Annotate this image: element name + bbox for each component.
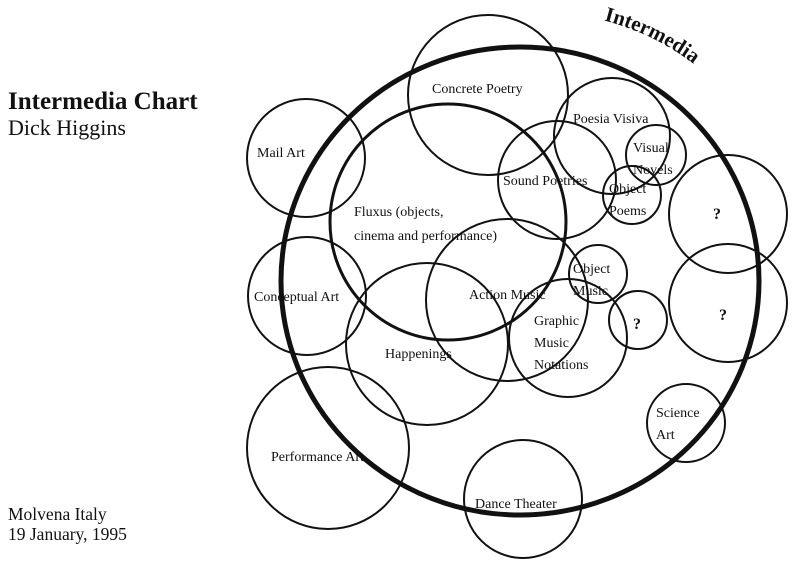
field-circle-sound-poetries bbox=[497, 120, 617, 240]
field-label-line: Happenings bbox=[385, 347, 452, 362]
field-label-line: Concrete Poetry bbox=[432, 82, 523, 97]
field-label-concrete-poetry: Concrete Poetry bbox=[432, 82, 523, 97]
field-label-line: Notations bbox=[534, 358, 588, 373]
field-circle-object-music bbox=[568, 244, 628, 304]
field-label-action-music: Action Music bbox=[469, 288, 546, 303]
field-label-unknown-3: ? bbox=[719, 307, 727, 324]
field-circle-unknown-3 bbox=[668, 243, 788, 363]
field-label-line: Graphic bbox=[534, 314, 579, 329]
field-label-line: Music bbox=[534, 336, 569, 351]
field-circles bbox=[246, 14, 788, 559]
intermedia-label-path: Intermedia bbox=[603, 2, 706, 68]
field-label-line: ? bbox=[713, 206, 721, 223]
field-circle-dance-theater bbox=[463, 439, 583, 559]
field-label-line: Poems bbox=[609, 204, 646, 219]
field-label-sound-poetries: Sound Poetries bbox=[503, 174, 587, 189]
field-label-line: Poesia Visiva bbox=[573, 112, 649, 127]
field-label-line: ? bbox=[633, 316, 641, 333]
chart-author: Dick Higgins bbox=[8, 115, 126, 140]
field-label-line: Object bbox=[609, 182, 646, 197]
field-label-line: Performance Art bbox=[271, 450, 364, 465]
field-circle-unknown-2 bbox=[608, 290, 668, 350]
field-label-dance-theater: Dance Theater bbox=[475, 497, 557, 512]
field-label-line: ? bbox=[719, 307, 727, 324]
field-label-performance-art: Performance Art bbox=[271, 450, 364, 465]
field-label-line: Science bbox=[656, 406, 700, 421]
field-circle-mail-art bbox=[246, 98, 366, 218]
field-label-line: Mail Art bbox=[257, 146, 305, 161]
field-circle-visual-novels bbox=[625, 124, 687, 186]
field-label-line: Conceptual Art bbox=[254, 290, 339, 305]
field-circle-conceptual-art bbox=[247, 236, 367, 356]
footer-date: 19 January, 1995 bbox=[8, 524, 127, 544]
field-circle-object-poems bbox=[602, 165, 662, 225]
field-label-line: Art bbox=[656, 428, 675, 443]
field-label-line: Object bbox=[573, 262, 610, 277]
field-label-line: Visual bbox=[633, 141, 669, 156]
footer-place: Molvena Italy bbox=[8, 504, 107, 524]
footer-block: Molvena Italy 19 January, 1995 bbox=[8, 504, 127, 544]
field-circle-science-art bbox=[646, 383, 726, 463]
field-label-poesia-visiva: Poesia Visiva bbox=[573, 112, 649, 127]
field-label-line: cinema and performance) bbox=[354, 229, 497, 244]
field-label-line: Novels bbox=[633, 163, 673, 178]
field-label-line: Sound Poetries bbox=[503, 174, 587, 189]
field-circle-concrete-poetry bbox=[407, 14, 569, 176]
field-circle-happenings bbox=[345, 262, 509, 426]
field-circle-action-music bbox=[425, 218, 589, 382]
intermedia-ring bbox=[278, 44, 762, 518]
chart-title: Intermedia Chart bbox=[8, 88, 198, 115]
field-label-unknown-2: ? bbox=[633, 316, 641, 333]
field-circle-graphic-music-notations bbox=[508, 278, 628, 398]
field-circle-performance-art bbox=[246, 366, 410, 530]
field-label-happenings: Happenings bbox=[385, 347, 452, 362]
field-label-line: Fluxus (objects, bbox=[354, 205, 443, 220]
field-circle-unknown-1 bbox=[668, 154, 788, 274]
field-label-unknown-1: ? bbox=[713, 206, 721, 223]
intermedia-label: Intermedia bbox=[603, 2, 706, 68]
field-label-line: Music bbox=[573, 284, 608, 299]
field-label-fluxus: Fluxus (objects, cinema and performance) bbox=[354, 205, 497, 244]
field-label-line: Dance Theater bbox=[475, 497, 557, 512]
field-label-conceptual-art: Conceptual Art bbox=[254, 290, 339, 305]
field-circle-poesia-visiva bbox=[553, 77, 671, 195]
field-circle-fluxus bbox=[328, 102, 568, 342]
field-label-mail-art: Mail Art bbox=[257, 146, 305, 161]
field-label-line: Action Music bbox=[469, 288, 546, 303]
title-block: Intermedia Chart Dick Higgins bbox=[8, 88, 198, 140]
